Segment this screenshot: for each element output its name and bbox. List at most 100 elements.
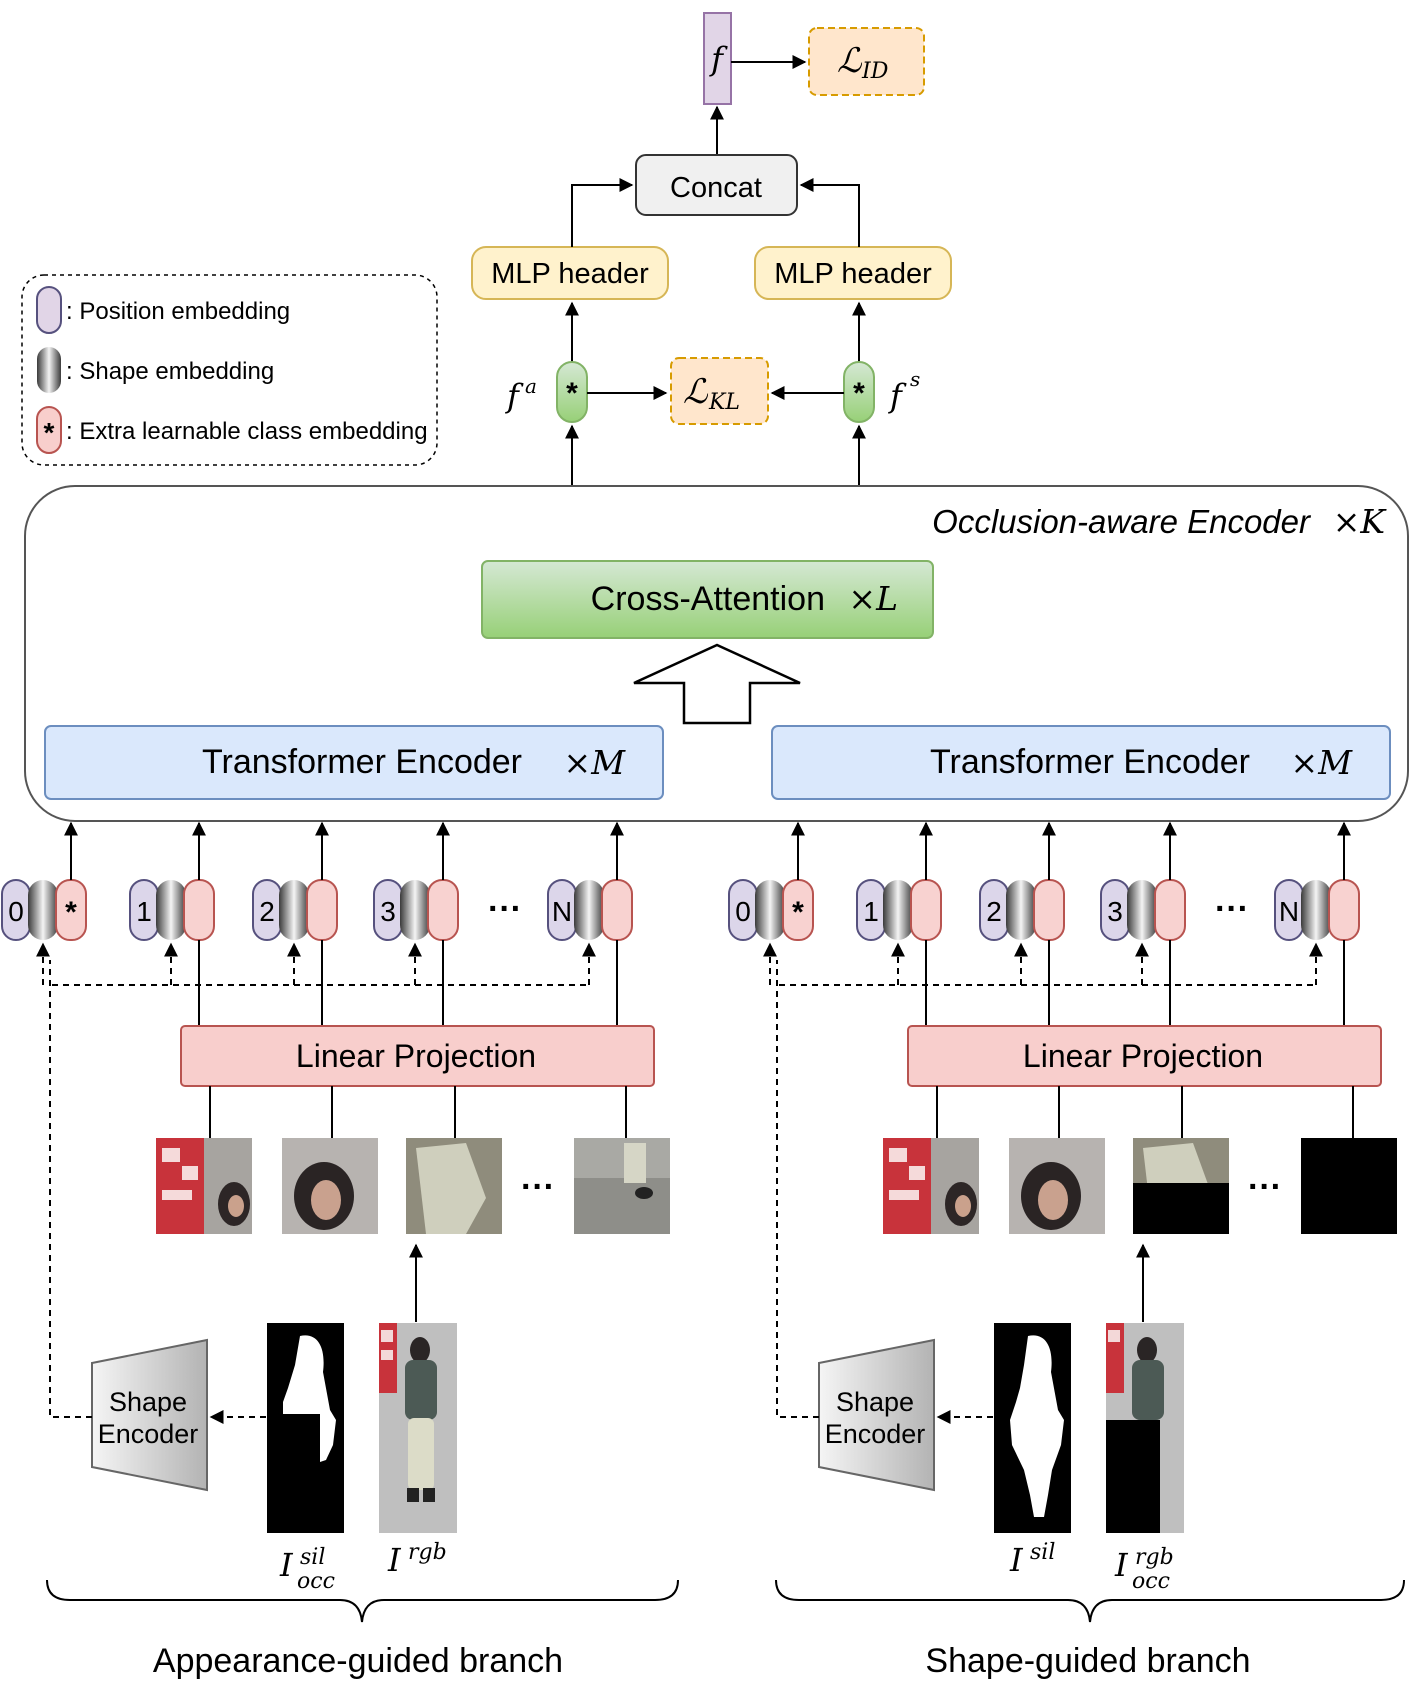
shape-encoder-right [818,1338,935,1492]
appearance-branch-label: Appearance-guided branch [153,1642,563,1680]
shape-token-group-1: 1 [856,821,942,1026]
mlp-header-right-label: MLP header [774,258,932,290]
fs-superscript: s [910,367,920,391]
position-index: 1 [863,896,879,927]
position-index: N [1279,896,1299,927]
position-index: 2 [259,896,275,927]
patch-embedding [306,879,338,941]
linear-projection-right-label: Linear Projection [1023,1038,1263,1074]
patch-row-appearance: ··· [156,1086,670,1234]
right-sil-main: I [1009,1541,1024,1579]
patch-embedding [910,879,942,941]
position-index: 0 [735,896,751,927]
arrow-mlp-right-to-concat [799,178,860,247]
shape-embedding [1301,880,1331,940]
patch-embedding [183,879,215,941]
merge-arrow-icon [633,643,801,725]
position-index: 3 [380,896,396,927]
shape-embedding-icon [37,347,61,393]
shape-embedding [883,880,913,940]
legend-shape-label: : Shape embedding [66,358,274,385]
patch-embedding [1154,879,1186,941]
shape-token-group-0: 0* [728,821,814,985]
fa-star: * [566,377,578,410]
image-patch [1009,1086,1105,1234]
patch-embedding [1033,879,1065,941]
image-patch [883,1086,979,1234]
shape-encoder-right-line2: Encoder [825,1419,926,1449]
feature-f-box [703,12,732,105]
right-rgb-sup: rgb [1135,1545,1174,1570]
transformer-encoder-left [44,725,664,800]
shape-embedding [279,880,309,940]
loss-kl-symbol: ℒ [683,372,709,412]
mlp-header-left [471,246,669,300]
left-sil-main: I [279,1546,294,1584]
token-ellipsis: ··· [1215,890,1249,928]
fa-symbol: f [505,377,524,415]
loss-id-box [808,27,925,96]
position-index: 0 [8,896,24,927]
concat-box [635,154,798,216]
loss-kl-subscript: KL [708,390,740,415]
patch-row-shape: ··· [883,1086,1397,1234]
legend-frame [21,274,438,466]
loss-id-symbol: ℒ [837,41,863,81]
rgb-image [379,1323,457,1533]
shape-token-group-N: N [1274,821,1360,1026]
concat-label: Concat [670,172,762,204]
position-index: 1 [136,896,152,927]
cross-attention-label: Cross-Attention [591,580,825,618]
fa-superscript: a [525,374,537,398]
transformer-right-label: Transformer Encoder [930,743,1250,781]
shape-branch-label: Shape-guided branch [925,1642,1250,1680]
image-patch [1133,1086,1229,1234]
image-patch [406,1086,502,1234]
right-rgb-sub: occ [1132,1569,1170,1594]
shape-embedding [156,880,186,940]
cross-attention-times-l: ×L [848,579,898,618]
shape-embedding [574,880,604,940]
class-token-star: * [792,896,804,929]
left-rgb-main: I [387,1541,402,1579]
left-rgb-sup: rgb [408,1540,447,1565]
brace-shape [775,1579,1405,1623]
linear-projection-left [180,1025,655,1087]
position-index: 2 [986,896,1002,927]
image-patch [1301,1086,1397,1234]
arrow-mlp-left-to-concat [571,178,634,247]
output-head: f ℒ ID Concat MLP header MLP header * f … [471,12,952,486]
shape-embedding [28,880,58,940]
legend: : Position embedding : Shape embedding *… [21,274,438,466]
brace-appearance [46,1579,679,1623]
appearance-token-group-N: N [547,821,633,1026]
encoder-title: Occlusion-aware Encoder [932,503,1312,540]
full-silhouette-image [994,1323,1071,1533]
legend-extra-label: : Extra learnable class embedding [66,418,428,445]
loss-kl-box [670,357,769,425]
patch-ellipsis: ··· [1248,1168,1282,1206]
loss-id-subscript: ID [861,59,889,84]
linear-projection-left-label: Linear Projection [296,1038,536,1074]
cross-attention-box [481,560,934,639]
extra-class-embedding-icon [36,406,62,454]
fs-symbol: f [888,377,907,415]
transformer-left-label: Transformer Encoder [202,743,522,781]
shape-embedding [1127,880,1157,940]
right-rgb-main: I [1114,1546,1129,1584]
patch-embedding [601,879,633,941]
mlp-header-right [754,246,952,300]
transformer-encoder-right [771,725,1391,800]
patch-ellipsis: ··· [521,1168,555,1206]
right-sil-sup: sil [1030,1540,1055,1565]
position-index: N [552,896,572,927]
occluded-rgb-image [1106,1323,1184,1533]
position-embedding-icon [36,286,62,334]
shape-encoder-left-line1: Shape [109,1387,187,1417]
appearance-token-group-1: 1 [129,821,215,1026]
linear-projection-right [907,1025,1382,1087]
shape-encoder-right-line1: Shape [836,1387,914,1417]
appearance-branch-inputs: Shape Encoder I sil occ I rgb [49,960,457,1594]
